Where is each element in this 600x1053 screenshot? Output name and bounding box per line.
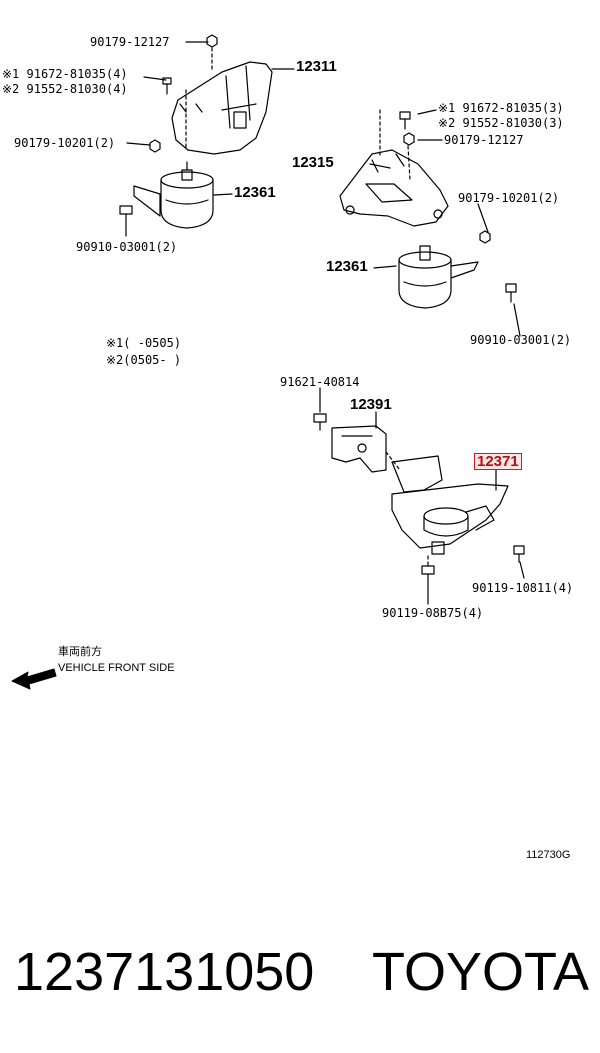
top-left-insulator-label: 12361 xyxy=(234,184,276,201)
footer-part-number: 1237131050 xyxy=(14,942,315,1002)
top-left-nut-top-label: 90179-12127 xyxy=(90,35,170,49)
footer-brand: TOYOTA xyxy=(372,942,590,1002)
top-right-nut-top-label: 90179-12127 xyxy=(444,133,524,147)
figure-code: 112730G xyxy=(526,849,571,861)
front-direction-en-label: VEHICLE FRONT SIDE xyxy=(58,662,175,674)
top-left-bolt-bottom-label: 90910-03001(2) xyxy=(76,240,178,254)
top-right-bolt-bottom-label: 90910-03001(2) xyxy=(470,333,572,347)
top-left-bolt-variant2-label: ※2 91552-81030(4) xyxy=(2,82,128,96)
lower-assembly xyxy=(313,387,525,605)
top-right-nut-side-label: 90179-10201(2) xyxy=(458,191,560,205)
date-note-2: ※2(0505- ) xyxy=(106,353,182,367)
bracket-12315-label: 12315 xyxy=(292,154,334,171)
front-direction-arrow xyxy=(11,668,57,690)
lower-bolt-right-label: 90119-10811(4) xyxy=(472,581,574,595)
top-right-assembly xyxy=(339,109,521,337)
bracket-12311-label: 12311 xyxy=(296,58,337,75)
top-right-insulator-label: 12361 xyxy=(326,258,368,275)
front-direction-jp-label: 車両前方 xyxy=(58,646,102,658)
lower-bolt-bottom-label: 90119-08B75(4) xyxy=(382,606,484,620)
top-left-nut-side-label: 90179-10201(2) xyxy=(14,136,116,150)
top-right-bolt-variant2-label: ※2 91552-81030(3) xyxy=(438,116,564,130)
highlighted-part-12371-label[interactable]: 12371 xyxy=(474,453,522,470)
top-left-bolt-variant1-label: ※1 91672-81035(4) xyxy=(2,67,128,81)
top-left-assembly xyxy=(119,34,295,237)
lower-bolt-top-label: 91621-40814 xyxy=(280,375,360,389)
bracket-12391-label: 12391 xyxy=(350,396,392,413)
top-right-bolt-variant1-label: ※1 91672-81035(3) xyxy=(438,101,564,115)
date-note-1: ※1( -0505) xyxy=(106,336,182,350)
